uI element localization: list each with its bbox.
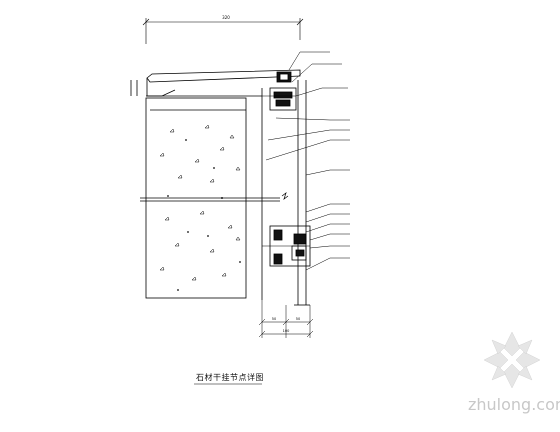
drawing-caption: 石材干挂节点详图 [196,373,264,382]
bottom-dimension-right: 50 [296,317,300,321]
zhulong-logo-icon [483,331,541,389]
watermark-text: zhulong.com [468,395,560,414]
concrete-hatch [159,124,242,292]
top-dimension-label: 320 [222,15,230,20]
break-line [140,192,289,202]
bottom-dimensions [258,300,314,338]
top-dimension [142,18,304,44]
lower-anchor [262,225,311,267]
leader-lines [265,51,350,271]
bottom-dimension-total: 100 [283,329,290,333]
upper-anchor [262,71,297,111]
bottom-dimension-left: 50 [272,317,276,321]
stone-cladding [294,80,310,306]
